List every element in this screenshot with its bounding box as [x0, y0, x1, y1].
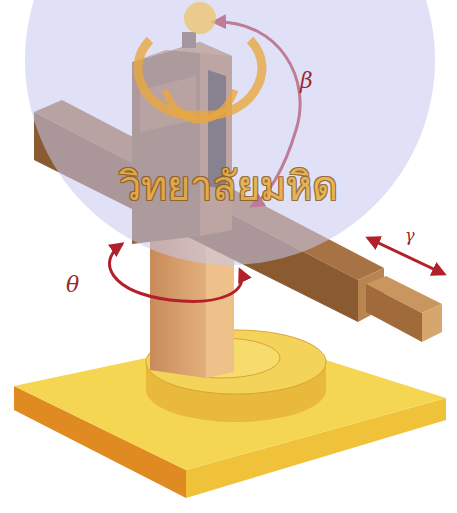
angle-label: θ [66, 274, 79, 296]
angle-label: β [300, 70, 313, 92]
watermark-logo [25, 0, 435, 265]
sliding-arm [366, 276, 442, 342]
watermark-text: วิทยาลัยมหิด [119, 166, 338, 206]
axis-label: γ [405, 228, 415, 244]
